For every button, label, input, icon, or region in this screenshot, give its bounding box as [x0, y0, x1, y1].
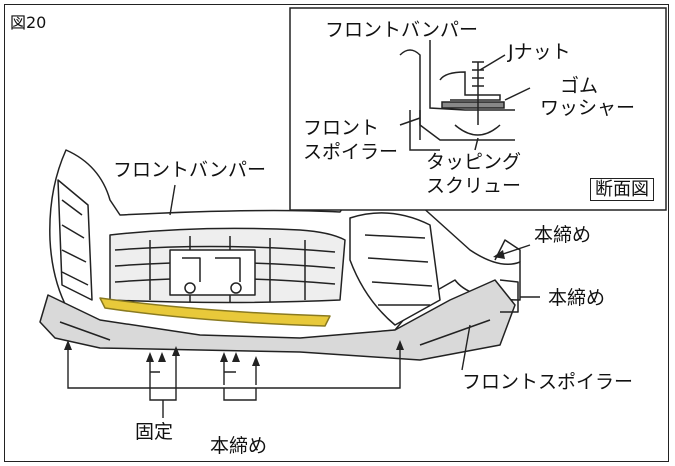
inset-j-nut — [439, 71, 501, 101]
diagram-frame — [4, 4, 669, 462]
inset-spoiler-section — [409, 110, 440, 151]
front-spoiler-shape — [39, 279, 516, 361]
j-nut-label: Jナット — [508, 41, 571, 63]
figure-label: 図20 — [10, 13, 47, 32]
tapping-screw-label-2: スクリュー — [426, 175, 522, 197]
tighten-bracket — [223, 388, 257, 401]
final-tighten-bottom-label: 本締め — [210, 435, 268, 457]
rubber-washer-label-2: ワッシャー — [540, 97, 636, 119]
final-tighten-right-label: 本締め — [548, 287, 606, 309]
top-tighten-leader — [499, 244, 531, 256]
inset-screw — [472, 61, 484, 125]
inset-rubber-washer — [441, 101, 505, 109]
inset-front-spoiler-label-1: フロント — [303, 117, 380, 139]
bottom-bracket — [67, 345, 401, 389]
left-side-vent — [57, 179, 93, 301]
section-view-label: 断面図 — [590, 178, 654, 201]
right-side-vent — [349, 212, 441, 326]
inset-front-spoiler-label-2: スポイラー — [303, 141, 399, 163]
bumper-leader — [169, 184, 176, 216]
final-tighten-top-label: 本締め — [534, 224, 592, 246]
spoiler-leader — [461, 324, 471, 371]
inset-front-bumper-label: フロントバンパー — [325, 19, 478, 41]
fix-bracket — [149, 385, 177, 401]
license-plate-bracket — [169, 249, 256, 296]
rubber-washer-label-1: ゴム — [560, 75, 599, 97]
tapping-screw-label-1: タッピング — [426, 151, 522, 173]
front-bumper-label: フロントバンパー — [113, 159, 266, 181]
fixed-label: 固定 — [135, 421, 174, 443]
highlight-strip — [99, 297, 331, 327]
front-spoiler-label: フロントスポイラー — [462, 371, 634, 393]
